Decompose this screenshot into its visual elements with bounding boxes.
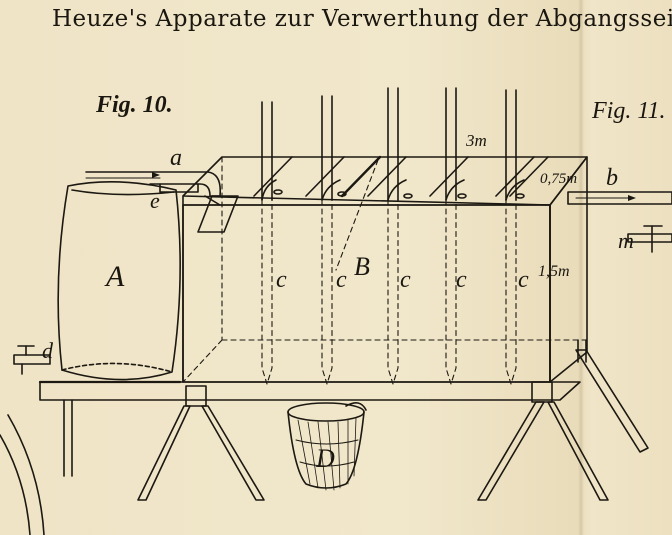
basket-d [287, 402, 367, 491]
right-trestle [477, 339, 649, 501]
tap-m [627, 225, 672, 253]
label-c-4: c [456, 267, 467, 293]
outlet-pipe-b [567, 191, 672, 205]
filter-tube-5 [505, 89, 525, 385]
label-e: e [150, 188, 160, 213]
label-B: B [354, 252, 370, 281]
tap-d [13, 345, 51, 375]
filter-tube-2 [321, 95, 341, 385]
edge-circle-fragment [0, 414, 45, 535]
label-d: d [42, 338, 53, 363]
filter-tube-1 [261, 101, 277, 385]
filter-tube-3 [387, 87, 407, 385]
tank-b [182, 155, 588, 383]
label-m: m [618, 228, 634, 253]
dimension-width: 0,75m [540, 171, 578, 187]
barrel-a [57, 181, 181, 381]
page-title: Heuze's Apparate zur Verwerthung der Abg… [52, 6, 672, 32]
table [38, 380, 581, 477]
label-c-2: c [336, 267, 347, 293]
label-c-5: c [518, 267, 529, 293]
label-c-1: c [276, 267, 287, 293]
label-A: A [106, 260, 125, 293]
figure-11-label: Fig. 11. [592, 98, 666, 124]
figure-10-label: Fig. 10. [96, 92, 173, 118]
filter-tube-4 [445, 87, 465, 385]
label-c-3: c [400, 267, 411, 293]
filter-tubes [261, 87, 525, 385]
label-D: D [316, 444, 335, 473]
page-fold [578, 0, 584, 535]
label-a: a [170, 145, 182, 171]
label-b: b [606, 165, 618, 191]
dimension-length: 3m [466, 131, 487, 150]
left-trestle [137, 385, 265, 501]
dimension-height: 1,5m [538, 263, 570, 280]
